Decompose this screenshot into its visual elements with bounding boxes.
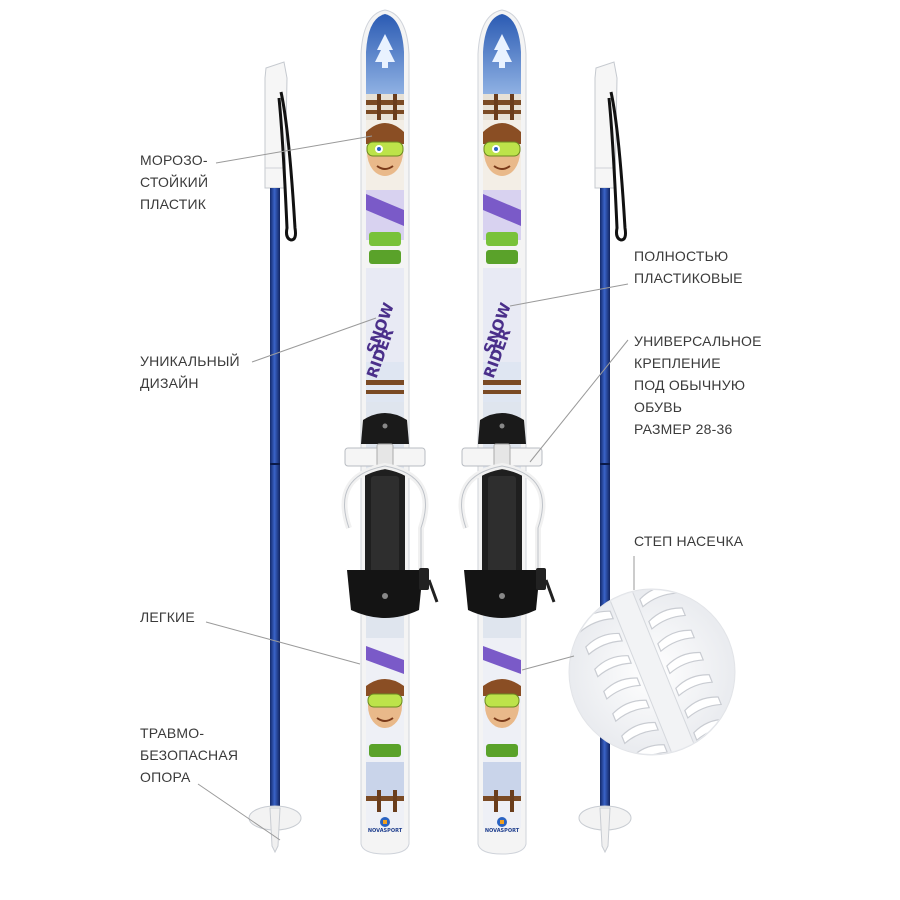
left-ski-pole — [247, 60, 303, 854]
callout-line: ОПОРА — [140, 769, 191, 785]
callout-line: БЕЗОПАСНАЯ — [140, 747, 239, 763]
callout-line: ПОД ОБЫЧНУЮ — [634, 377, 746, 393]
callout-step-notch: СТЕП НАСЕЧКА — [634, 530, 743, 552]
callout-frost-resistant-plastic: МОРОЗО- СТОЙКИЙ ПЛАСТИК — [140, 149, 208, 215]
callout-line: ОБУВЬ — [634, 399, 683, 415]
callout-leader-lines — [197, 135, 635, 841]
ski-brand-mark: NOVASPORT NOVASPORT — [368, 828, 520, 834]
left-binding — [345, 413, 438, 618]
callout-universal-binding: УНИВЕРСАЛЬНОЕ КРЕПЛЕНИЕ ПОД ОБЫЧНУЮ ОБУВ… — [634, 330, 762, 418]
callout-light: ЛЕГКИЕ — [140, 606, 195, 628]
step-notch-inset — [568, 572, 736, 778]
callout-unique-design: УНИКАЛЬНЫЙ ДИЗАЙН — [140, 350, 240, 394]
callout-line: ДИЗАЙН — [140, 375, 199, 391]
callout-line: УНИКАЛЬНЫЙ — [140, 353, 240, 369]
svg-text:NOVASPORT: NOVASPORT — [368, 828, 403, 834]
callout-line: ТРАВМО- — [140, 725, 205, 741]
callout-line: СТОЙКИЙ — [140, 174, 209, 190]
callout-line: МОРОЗО- — [140, 152, 208, 168]
callout-line: ЛЕГКИЕ — [140, 609, 195, 625]
callout-line: ПЛАСТИК — [140, 196, 207, 212]
callout-line: ПОЛНОСТЬЮ — [634, 248, 729, 264]
callout-line: УНИВЕРСАЛЬНОЕ — [634, 333, 762, 349]
callout-line: СТЕП НАСЕЧКА — [634, 533, 744, 549]
callout-all-plastic: ПОЛНОСТЬЮ ПЛАСТИКОВЫЕ — [634, 245, 743, 289]
callout-line: ПЛАСТИКОВЫЕ — [634, 270, 743, 286]
svg-text:NOVASPORT: NOVASPORT — [485, 828, 520, 834]
callout-size: РАЗМЕР 28-36 — [634, 418, 732, 440]
callout-line: РАЗМЕР 28-36 — [634, 421, 733, 437]
callout-line: КРЕПЛЕНИЕ — [634, 355, 721, 371]
callout-safe-tip: ТРАВМО- БЕЗОПАСНАЯ ОПОРА — [140, 722, 238, 788]
right-binding — [462, 413, 555, 618]
